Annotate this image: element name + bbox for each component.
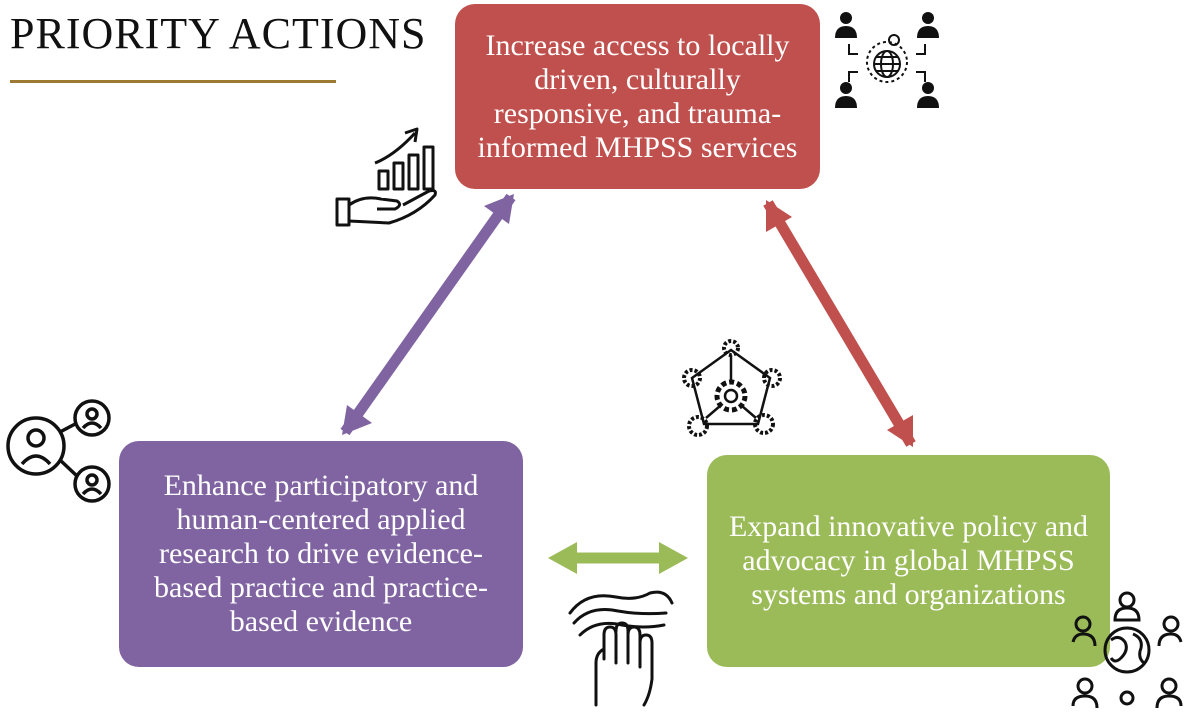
gear-network-icon bbox=[682, 339, 782, 437]
action-access-services: Increase access to locally driven, cultu… bbox=[455, 4, 820, 189]
globe-network-icon bbox=[835, 12, 939, 108]
people-share-icon bbox=[6, 399, 111, 503]
action-participatory-research: Enhance participatory and human-centered… bbox=[119, 441, 523, 667]
growth-hand-icon bbox=[335, 127, 437, 227]
page-title: PRIORITY ACTIONS bbox=[10, 9, 427, 58]
title-underline bbox=[10, 80, 336, 83]
hands-together-icon bbox=[568, 590, 674, 707]
arrow-red-green bbox=[763, 200, 916, 447]
arrow-purple-green bbox=[548, 542, 688, 574]
global-community-icon bbox=[1071, 591, 1183, 709]
action-policy-advocacy: Expand innovative policy and advocacy in… bbox=[707, 455, 1110, 667]
arrow-red-purple bbox=[340, 193, 516, 436]
